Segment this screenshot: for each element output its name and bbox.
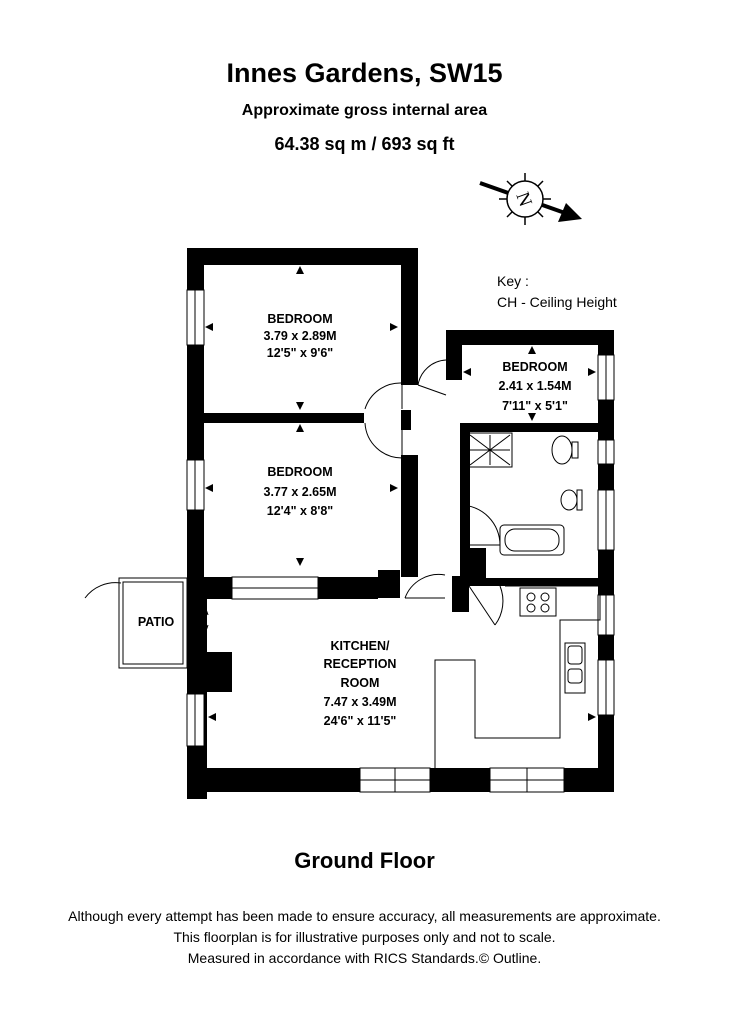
bedroom-2-metric: 3.77 x 2.65M — [264, 485, 337, 499]
key-item: CH - Ceiling Height — [497, 294, 617, 310]
patio-outline — [118, 577, 188, 669]
disclaimer-line-2: This floorplan is for illustrative purpo… — [173, 929, 556, 945]
kitchen-label-1: KITCHEN/ — [330, 639, 390, 653]
windows — [186, 289, 615, 793]
bedroom-3-metric: 2.41 x 1.54M — [499, 379, 572, 393]
key-heading: Key : — [497, 273, 529, 289]
kitchen-fixtures — [434, 585, 601, 768]
compass-rose-icon: N — [479, 173, 582, 225]
kitchen-label-2: RECEPTION — [324, 657, 397, 671]
doors — [84, 359, 504, 641]
bedroom-1-imperial: 12'5" x 9'6" — [267, 346, 334, 360]
patio-label: PATIO — [138, 615, 175, 629]
floor-label: Ground Floor — [294, 848, 435, 873]
bathroom-fixtures — [467, 432, 583, 556]
bedroom-3-label: BEDROOM — [502, 360, 567, 374]
kitchen-metric: 7.47 x 3.49M — [324, 695, 397, 709]
dimension-arrows — [205, 266, 596, 721]
kitchen-imperial: 24'6" x 11'5" — [324, 714, 397, 728]
disclaimer-line-3: Measured in accordance with RICS Standar… — [187, 950, 542, 966]
bedroom-1-metric: 3.79 x 2.89M — [264, 329, 337, 343]
walls — [187, 248, 614, 799]
kitchen-label-3: ROOM — [341, 676, 380, 690]
plan-title: Innes Gardens, SW15 — [226, 58, 503, 88]
plan-subtitle: Approximate gross internal area — [241, 102, 488, 119]
bedroom-2-imperial: 12'4" x 8'8" — [267, 504, 334, 518]
bedroom-1-label: BEDROOM — [267, 312, 332, 326]
gross-area: 64.38 sq m / 693 sq ft — [274, 134, 455, 154]
bedroom-2-label: BEDROOM — [267, 465, 332, 479]
disclaimer-line-1: Although every attempt has been made to … — [68, 908, 661, 924]
bedroom-3-imperial: 7'11" x 5'1" — [502, 399, 568, 413]
